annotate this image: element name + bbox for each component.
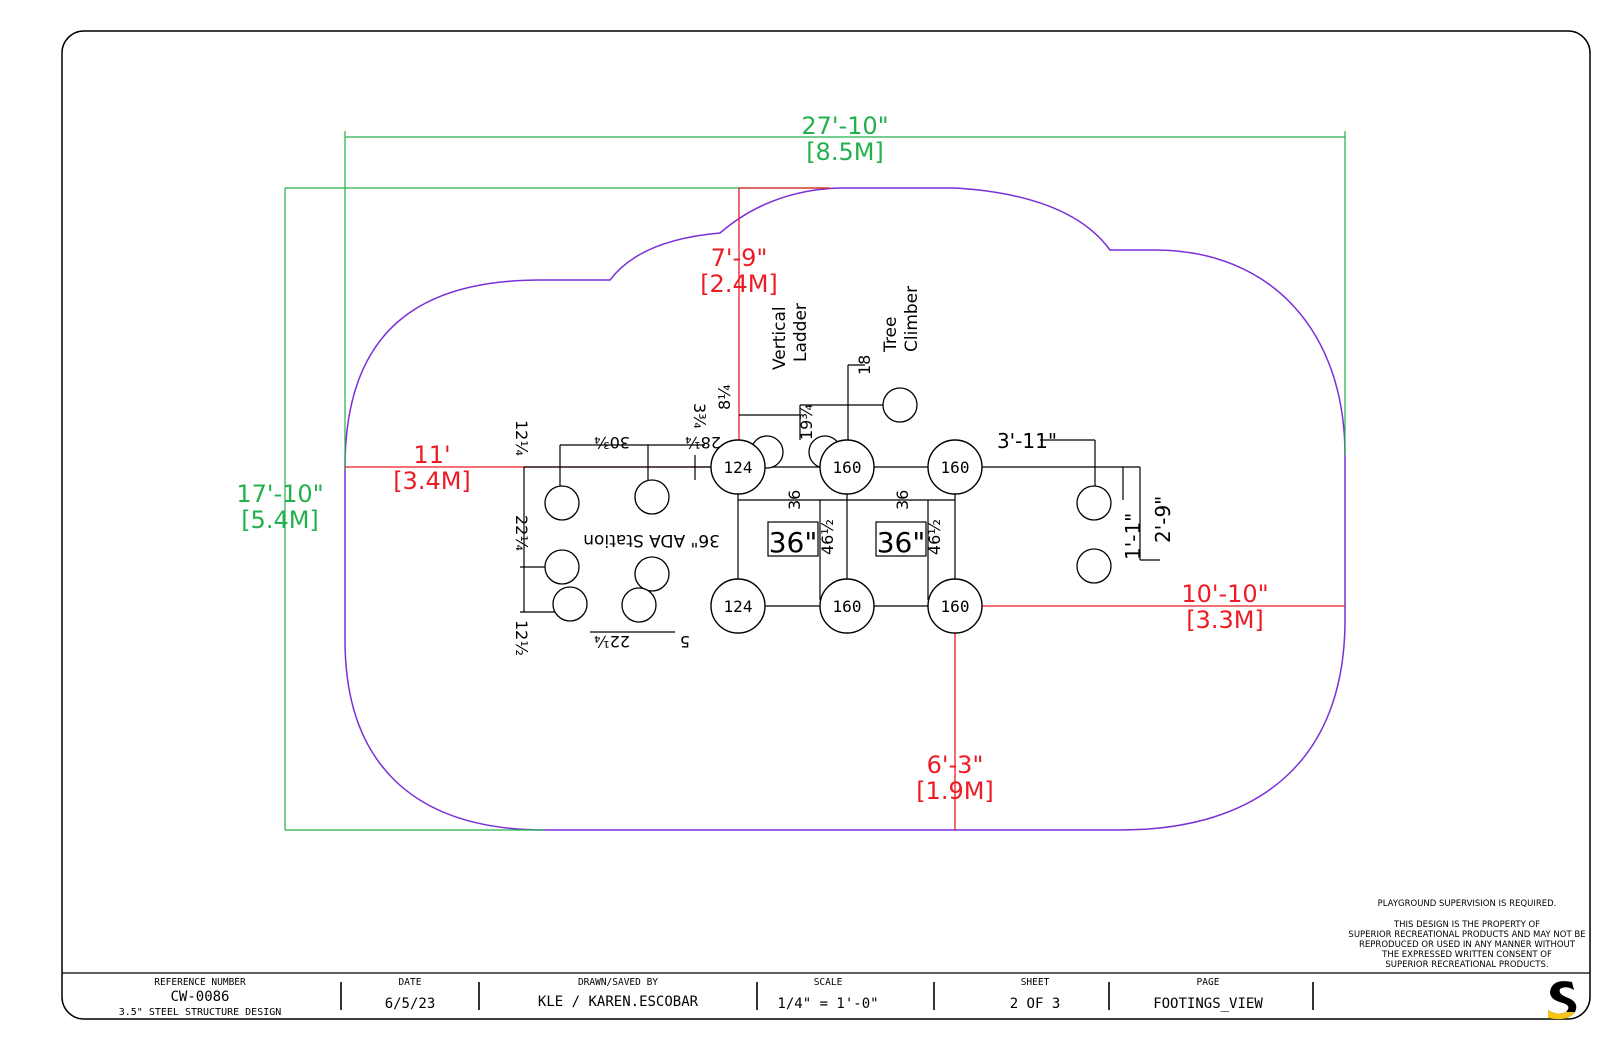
dim-3-11: 3'-11" <box>997 429 1057 453</box>
ada-station-label: 36" ADA Station <box>583 530 720 550</box>
top-clearance-imperial: 7'-9" <box>711 244 768 272</box>
overall-depth-imperial: 17'-10" <box>236 480 323 508</box>
property-note-4: THE EXPRESSED WRITTEN CONSENT OF <box>1381 950 1552 960</box>
deck-height-box-1 <box>767 521 819 557</box>
dim-30-75: 30¾ <box>594 433 630 452</box>
dim-5: 5 <box>680 632 690 651</box>
sheet-value: 2 OF 3 <box>1010 996 1061 1012</box>
overall-width-metric: [8.5M] <box>806 138 884 166</box>
drawn-value: KLE / KAREN.ESCOBAR <box>538 994 699 1010</box>
date-value: 6/5/23 <box>385 996 436 1012</box>
footings <box>710 439 983 634</box>
overall-depth-metric: [5.4M] <box>241 506 319 534</box>
supervision-note: PLAYGROUND SUPERVISION IS REQUIRED. <box>1378 899 1557 909</box>
bottom-clearance-metric: [1.9M] <box>916 777 994 805</box>
dim-22-25-bottom: 22¼ <box>594 632 630 651</box>
reference-sub: 3.5" STEEL STRUCTURE DESIGN <box>119 1007 282 1018</box>
post-ada-3 <box>544 549 580 585</box>
superior-logo: S <box>1548 981 1577 1020</box>
deck-height-2: 36" <box>877 526 926 559</box>
tree-climber-label-2: Climber <box>902 286 922 352</box>
deck-height-box-2 <box>875 521 927 557</box>
right-clearance-imperial: 10'-10" <box>1181 580 1268 608</box>
property-note-5: SUPERIOR RECREATIONAL PRODUCTS. <box>1385 960 1548 970</box>
date-label: DATE <box>399 977 422 988</box>
deck-height-1: 36" <box>769 526 818 559</box>
post-tree-climber <box>882 387 918 423</box>
dim-36-b: 36 <box>893 490 912 510</box>
footing-bottom-3 <box>927 578 983 634</box>
page-value: FOOTINGS_VIEW <box>1153 996 1263 1012</box>
vertical-ladder-label-1: Vertical <box>770 306 790 370</box>
footing-bottom-1 <box>710 578 766 634</box>
post-right-2 <box>1076 548 1112 584</box>
footing-label-bottom-1: 124 <box>724 597 753 616</box>
clearance-lines <box>345 187 1345 830</box>
post-ada-5 <box>552 586 588 622</box>
footing-label-bottom-3: 160 <box>941 597 970 616</box>
footing-label-top-1: 124 <box>724 458 753 477</box>
property-note-2: SUPERIOR RECREATIONAL PRODUCTS AND MAY N… <box>1348 930 1585 940</box>
dim-12-5: 12½ <box>512 620 531 656</box>
tree-climber-label-1: Tree <box>881 317 901 353</box>
drawn-label: DRAWN/SAVED BY <box>578 977 658 988</box>
overall-width-dimension <box>344 131 1346 470</box>
page-label: PAGE <box>1197 977 1220 988</box>
scale-label: SCALE <box>814 977 843 988</box>
left-clearance-imperial: 11' <box>413 441 450 469</box>
footing-top-2 <box>819 439 875 495</box>
sheet-label: SHEET <box>1021 977 1050 988</box>
dim-8-25: 8¼ <box>715 384 734 410</box>
property-note-3: REPRODUCED OR USED IN ANY MANNER WITHOUT <box>1359 940 1576 950</box>
overall-width-imperial: 27'-10" <box>801 112 888 140</box>
footing-bottom-2 <box>819 578 875 634</box>
right-clearance-metric: [3.3M] <box>1186 606 1264 634</box>
dim-46-5-b: 46½ <box>925 519 944 555</box>
footing-label-top-3: 160 <box>941 458 970 477</box>
bottom-clearance-imperial: 6'-3" <box>927 751 984 779</box>
reference-label: REFERENCE NUMBER <box>154 977 246 988</box>
dim-36-a: 36 <box>785 490 804 510</box>
dim-2-9: 2'-9" <box>1151 496 1175 543</box>
dim-22-25: 22¼ <box>512 515 531 551</box>
dim-46-5-a: 46½ <box>818 519 837 555</box>
post-ada-2 <box>634 479 670 515</box>
property-note-1: THIS DESIGN IS THE PROPERTY OF <box>1393 920 1540 930</box>
footing-top-3 <box>927 439 983 495</box>
dim-1-1: 1'-1" <box>1121 513 1145 560</box>
post-ada-4 <box>634 556 670 592</box>
dim-28-25: 28¼ <box>685 433 721 452</box>
reference-value: CW-0086 <box>170 989 229 1005</box>
vertical-ladder-label-2: Ladder <box>791 303 811 362</box>
footing-label-bottom-2: 160 <box>833 597 862 616</box>
footing-top-1 <box>710 439 766 495</box>
surfacing-boundary <box>344 187 1346 831</box>
footing-label-top-2: 160 <box>833 458 862 477</box>
dim-12-25-top: 12¼ <box>512 420 531 456</box>
dim-19-75: 19¾ <box>797 404 816 440</box>
title-block: REFERENCE NUMBER CW-0086 3.5" STEEL STRU… <box>62 972 1590 1020</box>
post-right-1 <box>1076 485 1112 521</box>
sheet-border <box>61 30 1591 1020</box>
dim-18: 18 <box>855 355 874 375</box>
post-ada-1 <box>544 485 580 521</box>
top-clearance-metric: [2.4M] <box>700 270 778 298</box>
dim-3-75: 3¾ <box>690 403 709 429</box>
post-ada-6 <box>621 587 657 623</box>
scale-value: 1/4" = 1'-0" <box>777 996 878 1012</box>
left-clearance-metric: [3.4M] <box>393 467 471 495</box>
accessory-posts <box>544 387 1112 623</box>
